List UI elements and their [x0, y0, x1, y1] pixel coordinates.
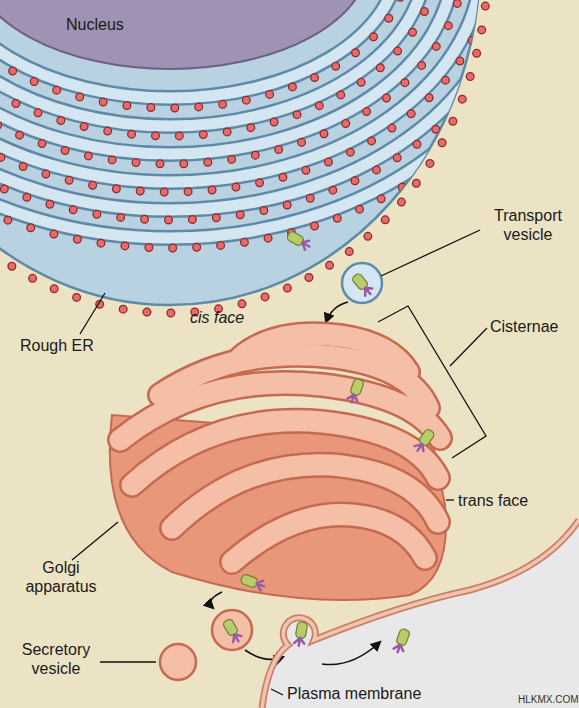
- node-label: Nucleus: [66, 16, 124, 34]
- secretory-vesicle: [160, 644, 196, 680]
- flow-arrow: [322, 642, 380, 665]
- cargo-protein: [222, 230, 435, 654]
- flow-arrow: [210, 592, 222, 608]
- rough-er: [0, 0, 548, 313]
- callout-label: trans face: [458, 491, 528, 510]
- nucleus-shape: [0, 0, 369, 69]
- callout-label: Plasma membrane: [287, 684, 421, 703]
- callout-label: Secretory vesicle: [14, 640, 98, 678]
- leader-line: [72, 230, 487, 695]
- nucleus: Nucleus: [0, 0, 370, 70]
- callout-label: Cisternae: [490, 317, 558, 336]
- callout-label: Rough ER: [20, 336, 94, 355]
- watermark: HLKMX.COM: [518, 694, 579, 706]
- callout-label: Golgi apparatus: [20, 558, 102, 596]
- flow-arrow: [326, 302, 348, 322]
- plasma-membrane: [262, 520, 579, 708]
- callout-label: cis face: [190, 308, 244, 327]
- transport-vesicle: [342, 263, 382, 303]
- callout-label: Transport vesicle: [482, 206, 574, 244]
- nucleus-outline: [0, 0, 370, 70]
- secretory-vesicle: [212, 610, 252, 650]
- golgi-apparatus: [110, 334, 446, 600]
- plasma-membrane: [262, 520, 579, 708]
